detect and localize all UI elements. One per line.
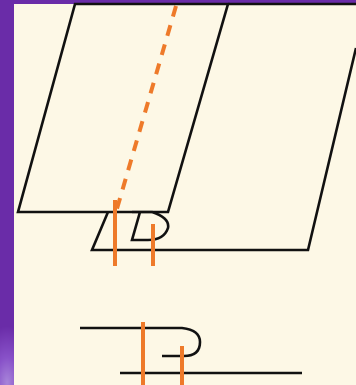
dotted-stitch-line (114, 5, 178, 213)
cross-section-stitches (141, 322, 184, 385)
fold-stitches (113, 200, 155, 266)
folded-panel (16, 2, 230, 214)
cross-section-fold (80, 326, 202, 358)
fold-cross-section (80, 326, 302, 375)
drawing-panel (14, 4, 356, 385)
right-panel-right-edge (137, 47, 356, 252)
